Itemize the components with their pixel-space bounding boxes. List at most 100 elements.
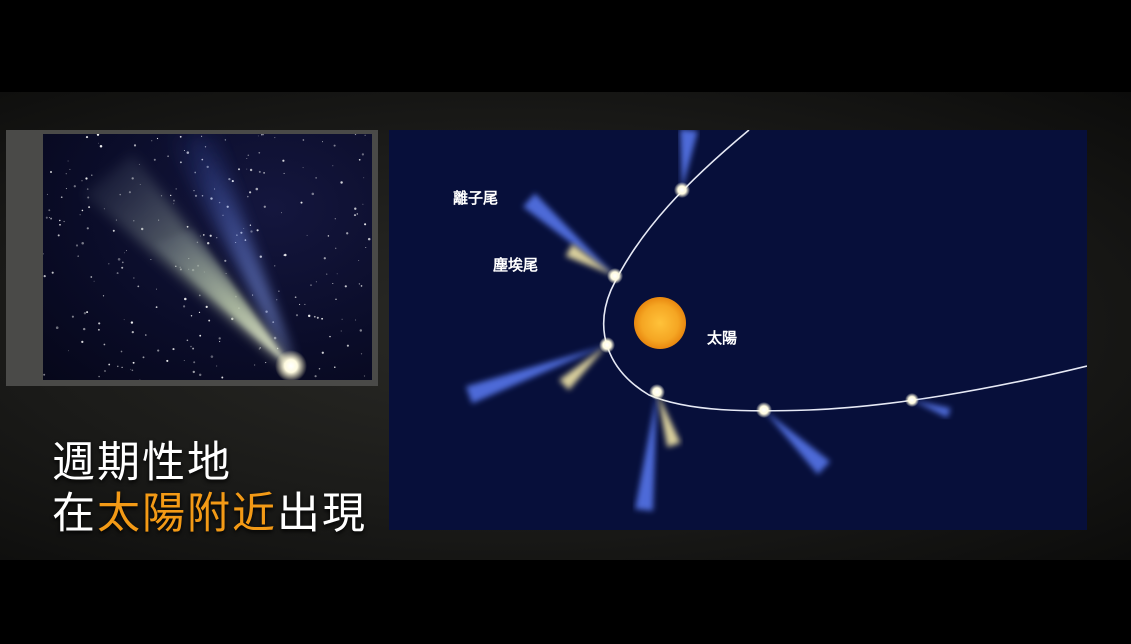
star xyxy=(247,154,250,156)
star xyxy=(81,242,84,245)
star xyxy=(354,207,357,210)
star xyxy=(131,330,134,334)
star xyxy=(295,314,299,317)
star xyxy=(67,350,69,352)
star xyxy=(335,298,337,301)
star xyxy=(198,311,201,314)
star xyxy=(359,329,363,332)
star xyxy=(353,214,357,217)
star xyxy=(254,364,256,366)
star xyxy=(263,205,266,208)
star xyxy=(151,140,153,142)
star xyxy=(59,223,61,226)
star xyxy=(173,203,175,205)
star xyxy=(273,336,277,340)
star xyxy=(265,362,267,364)
star xyxy=(50,217,53,220)
star xyxy=(112,229,115,232)
star xyxy=(322,141,323,143)
comet-marker xyxy=(905,393,951,418)
star xyxy=(218,340,221,343)
star xyxy=(354,134,357,136)
star xyxy=(346,232,349,235)
star xyxy=(184,297,187,301)
star xyxy=(104,370,106,372)
caption-line-2: 在太陽附近出現 xyxy=(52,479,367,541)
comet-head xyxy=(905,393,919,407)
star xyxy=(193,361,196,364)
comet-marker xyxy=(635,384,681,511)
comet-marker xyxy=(756,402,831,475)
star xyxy=(192,347,195,350)
star xyxy=(69,168,71,170)
star xyxy=(318,367,321,370)
star xyxy=(166,359,169,362)
star xyxy=(246,168,248,170)
star xyxy=(247,195,249,198)
comet-ion-tail-2 xyxy=(183,134,295,366)
orbit-diagram: 離子尾 塵埃尾 太陽 xyxy=(389,130,1087,530)
comet-ion-tail xyxy=(764,410,831,475)
star xyxy=(360,353,363,355)
star xyxy=(93,280,95,282)
star xyxy=(67,160,69,162)
star xyxy=(121,366,123,369)
star xyxy=(332,165,334,167)
star xyxy=(75,244,79,247)
caption-line-1-text: 週期性地 xyxy=(52,438,232,488)
star xyxy=(202,234,205,236)
star xyxy=(340,181,343,184)
star xyxy=(316,316,319,319)
star xyxy=(170,194,172,197)
dust-tail-label: 塵埃尾 xyxy=(493,256,539,274)
star xyxy=(249,168,253,172)
star xyxy=(363,177,365,179)
star xyxy=(218,337,221,340)
star xyxy=(137,285,140,288)
star xyxy=(199,235,201,237)
star xyxy=(326,273,328,275)
caption-line-1: 週期性地 xyxy=(52,428,232,490)
star xyxy=(117,365,119,368)
star xyxy=(249,191,252,194)
star xyxy=(192,370,195,374)
star xyxy=(361,153,365,156)
star xyxy=(125,250,127,252)
star xyxy=(216,365,218,367)
star xyxy=(358,158,361,161)
star xyxy=(199,334,202,337)
star xyxy=(216,237,218,239)
sun-icon xyxy=(634,297,686,349)
star xyxy=(274,265,276,267)
star xyxy=(82,327,86,331)
star xyxy=(102,295,105,297)
star xyxy=(367,237,371,241)
star xyxy=(103,343,106,346)
star xyxy=(307,314,311,318)
star xyxy=(59,219,61,222)
star xyxy=(83,312,87,315)
star xyxy=(314,375,317,378)
star xyxy=(334,247,337,250)
comet-ion-tail-1 xyxy=(163,134,293,366)
star xyxy=(299,303,301,306)
star xyxy=(263,172,265,174)
star xyxy=(121,261,124,264)
star xyxy=(321,317,324,320)
star xyxy=(256,229,259,232)
star xyxy=(121,266,124,269)
star xyxy=(77,255,79,257)
star xyxy=(81,340,84,344)
star xyxy=(86,188,89,190)
star xyxy=(156,137,159,140)
star xyxy=(139,379,141,380)
star xyxy=(46,193,48,195)
star xyxy=(300,201,303,204)
star xyxy=(175,188,177,190)
caption-line-2-suffix: 出現 xyxy=(277,489,367,539)
star xyxy=(65,173,67,175)
star xyxy=(43,275,46,278)
star xyxy=(283,172,285,174)
star xyxy=(108,263,110,265)
star xyxy=(86,311,89,314)
